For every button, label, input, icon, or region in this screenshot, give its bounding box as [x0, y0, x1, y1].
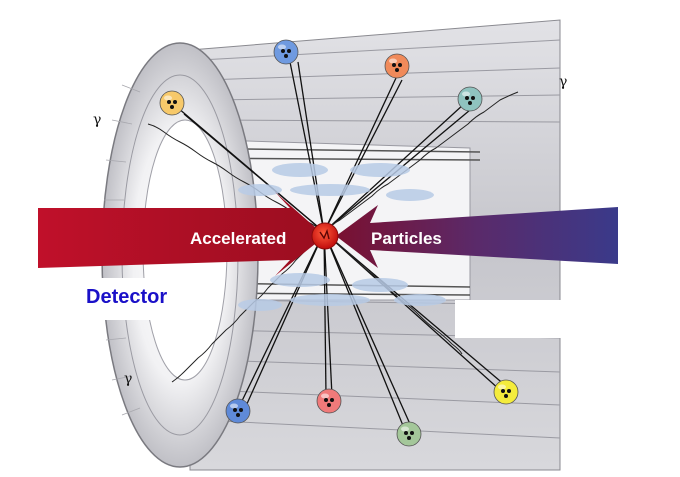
particle-blue	[274, 40, 298, 64]
particle-yellow	[160, 91, 184, 115]
accelerated-label: Accelerated	[190, 229, 286, 249]
particle-yellow-bottom	[494, 380, 518, 404]
particle-green	[397, 422, 421, 446]
particle-teal	[458, 87, 482, 111]
particle-red-bottom	[317, 389, 341, 413]
particles-label: Particles	[371, 229, 442, 249]
particle-blue-bottom	[226, 399, 250, 423]
gamma-label-left-top: γ	[93, 112, 101, 128]
collision-point	[312, 223, 338, 249]
gamma-label-right: γ	[559, 74, 567, 90]
gamma-label-left-bottom: γ	[124, 371, 132, 387]
particle-orange	[385, 54, 409, 78]
detector-label: Detector	[86, 286, 167, 309]
